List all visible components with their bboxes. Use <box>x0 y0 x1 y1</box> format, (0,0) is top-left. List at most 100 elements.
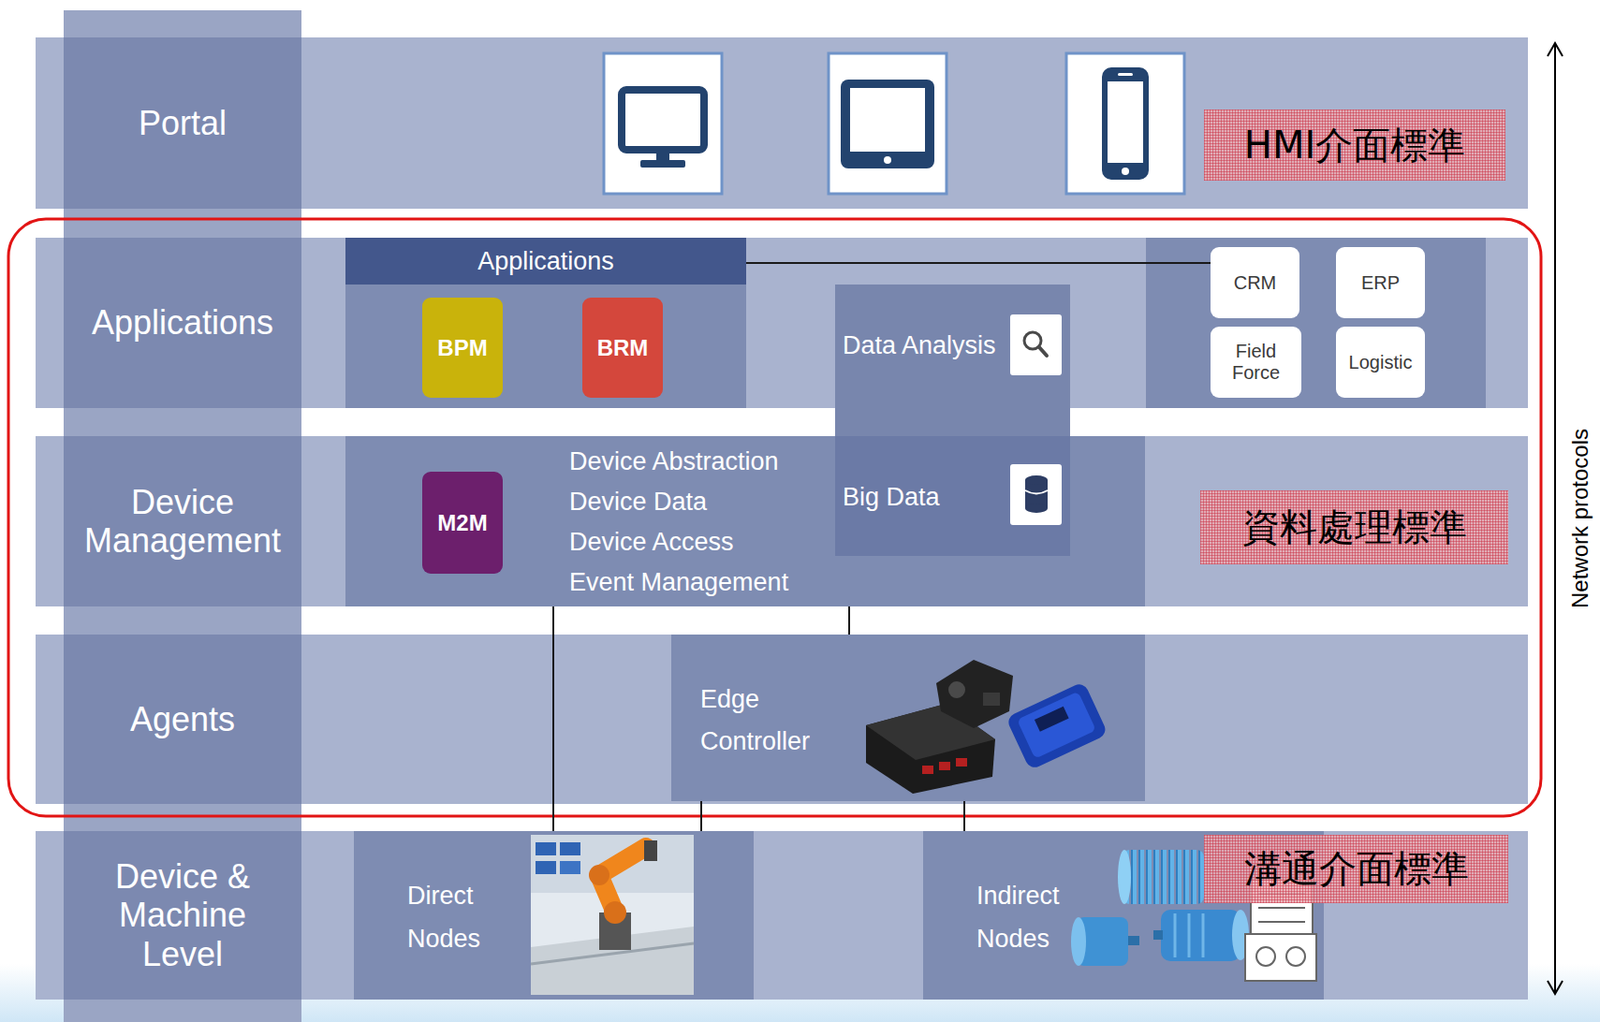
system-box: CRM <box>1210 247 1300 319</box>
module-chip: M2M <box>422 471 503 574</box>
database-icon <box>1025 490 1048 495</box>
edge-devices <box>866 660 1109 794</box>
robot-photo <box>599 912 632 951</box>
text-holder: Data Analysis <box>842 330 997 361</box>
node-text: Device Management <box>79 483 286 561</box>
database-icon <box>1010 464 1062 526</box>
portal-icons <box>640 160 686 168</box>
motor-pictures <box>1071 917 1087 967</box>
robot-photo <box>530 835 694 996</box>
connector-line <box>552 606 555 832</box>
callout-label: 資料處理標準 <box>1242 501 1468 554</box>
motor-pictures <box>1256 947 1276 967</box>
portal-icons <box>1121 167 1130 176</box>
text-holder: Direct Nodes <box>407 874 529 961</box>
motor-pictures <box>1202 913 1205 958</box>
node-text: Device Abstraction <box>569 441 789 483</box>
callout-band: HMI介面標準 <box>1203 109 1506 181</box>
text-holder: Edge Controller <box>700 678 851 764</box>
node-text: Edge Controller <box>700 678 851 764</box>
search-icon <box>1039 347 1047 356</box>
system-box: Field Force <box>1210 326 1302 398</box>
application-box: BPMBRMApplications <box>345 237 747 409</box>
edge-devices <box>983 692 1000 706</box>
row-label-cell: Portal <box>63 37 302 209</box>
component-box: Edge Controller <box>671 634 1145 802</box>
row-label-cell: Agents <box>63 634 302 805</box>
motor-pictures <box>1160 910 1241 962</box>
motor-pictures <box>1128 936 1140 946</box>
portal-icons <box>656 149 670 162</box>
node-text: Portal <box>79 103 286 143</box>
search-icon <box>1010 314 1062 376</box>
robot-photo <box>588 865 610 886</box>
double-arrow <box>1547 43 1563 57</box>
highlight-outline <box>8 219 1542 817</box>
double-arrow <box>1547 43 1563 995</box>
double-arrow <box>1554 44 1556 994</box>
node-text: Big Data <box>842 482 940 513</box>
connector-line <box>963 801 966 832</box>
robot-photo <box>530 926 694 996</box>
double-arrow <box>1547 981 1563 995</box>
edge-devices <box>1034 706 1070 733</box>
portal-icons <box>1117 73 1133 76</box>
robot-photo <box>535 861 557 875</box>
robot-photo <box>530 835 694 996</box>
edge-devices <box>1005 681 1109 771</box>
data-panel: Big Data <box>835 436 1071 557</box>
callout-label: 溝通介面標準 <box>1244 843 1469 896</box>
portal-icons <box>883 156 892 164</box>
portal-icons <box>1066 53 1185 194</box>
data-panel: Data Analysis <box>835 284 1071 437</box>
robot-photo <box>559 861 581 875</box>
edge-devices <box>922 765 934 775</box>
motor-pictures <box>1174 913 1177 958</box>
motor-pictures <box>1245 934 1317 982</box>
robot-photo <box>530 943 694 965</box>
search-icon <box>1010 314 1062 376</box>
edge-devices <box>936 660 1013 729</box>
row-label-cell: Applications <box>63 237 302 409</box>
portal-icons <box>603 53 722 194</box>
motor-pictures <box>1286 947 1306 967</box>
motor-pictures <box>1153 930 1163 940</box>
text-holder: Indirect Nodes <box>976 874 1099 961</box>
motor-pictures <box>1076 917 1129 967</box>
system-box: ERP <box>1335 247 1425 319</box>
module-chip: BRM <box>582 297 663 398</box>
robot-photo <box>603 901 627 925</box>
node-text: Event Management <box>569 562 789 603</box>
database-icon <box>1010 464 1062 526</box>
text-holder: Big Data <box>842 482 940 513</box>
node-text: ERP <box>1361 272 1400 294</box>
callout-label: HMI介面標準 <box>1244 119 1466 172</box>
portal-icons <box>850 88 925 152</box>
layer-band: BPMBRMApplicationsData AnalysisCRMERPFie… <box>35 237 1528 409</box>
edge-devices <box>1016 691 1097 760</box>
robot-photo <box>559 842 581 856</box>
callout-band: 資料處理標準 <box>1200 490 1509 565</box>
connector-line <box>746 262 1211 265</box>
node-text: Device & Machine Level <box>79 857 286 974</box>
robot-photo <box>535 842 557 856</box>
robot-photo <box>644 840 658 862</box>
callout-band: 溝通介面標準 <box>1203 835 1509 904</box>
node-text: M2M <box>437 510 487 537</box>
database-icon <box>1025 475 1048 485</box>
edge-devices <box>955 758 968 767</box>
label-column <box>63 10 302 1022</box>
node-text: Direct Nodes <box>407 874 529 961</box>
node-text: Device Data <box>569 482 789 523</box>
portal-icons <box>621 89 705 150</box>
header-bar: Applications <box>345 237 747 285</box>
system-box: Logistic <box>1335 326 1425 398</box>
node-text: Applications <box>477 247 615 277</box>
row-label-cell: Device Management <box>63 436 302 607</box>
motor-pictures <box>1188 913 1191 958</box>
connector-line <box>848 606 851 635</box>
node-text: Indirect Nodes <box>976 874 1099 961</box>
motor-pictures <box>1122 850 1204 905</box>
node-text: Data Analysis <box>842 330 997 361</box>
motor-pictures <box>1258 907 1306 910</box>
